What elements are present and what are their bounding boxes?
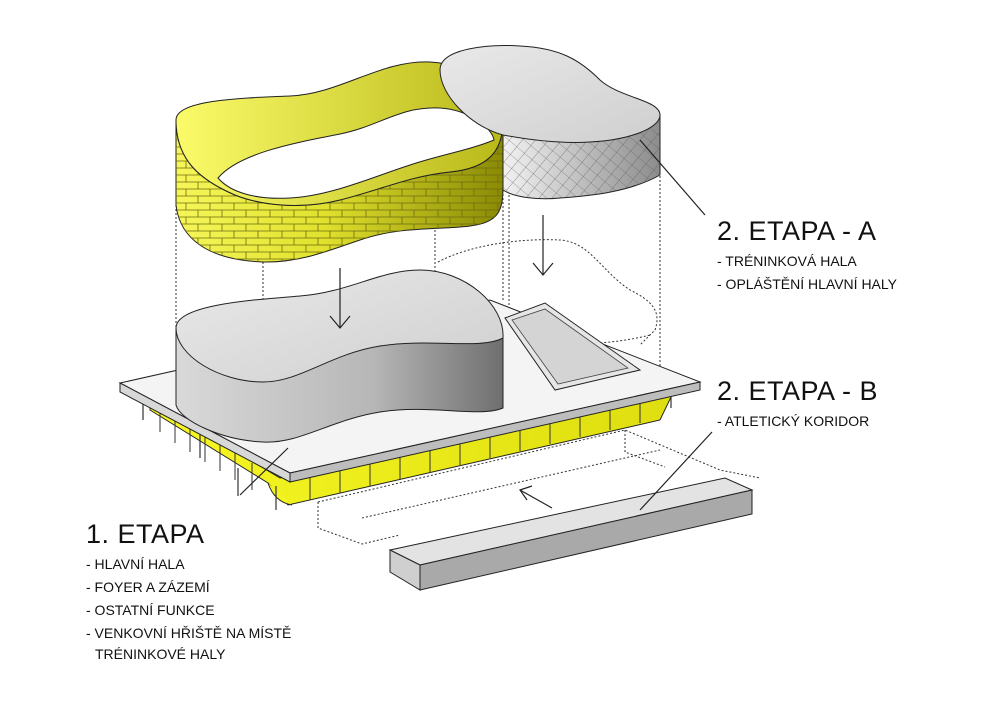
stage-1-item: - VENKOVNÍ HŘIŠTĚ NA MÍSTĚ [86,625,292,641]
athletic-corridor-volume [388,477,754,591]
stage-2a-item: - OPLÁŠTĚNÍ HLAVNÍ HALY [717,276,897,292]
stage-1-item-continuation: TRÉNINKOVÉ HALY [95,646,226,662]
stage-2a-label: 2. ETAPA - A - TRÉNINKOVÁ HALA - OPLÁŠTĚ… [717,216,897,292]
stage-1-item: - OSTATNÍ FUNKCE [86,602,215,618]
stage-1-title: 1. ETAPA [86,519,205,549]
arrows [329,215,554,509]
leader-lines [239,139,713,511]
stage-2b-title: 2. ETAPA - B [717,376,879,406]
stage-2a-item: - TRÉNINKOVÁ HALA [717,253,857,269]
stage-2b-label: 2. ETAPA - B - ATLETICKÝ KORIDOR [717,376,879,429]
training-hall-volume [439,45,661,200]
stage-1-label: 1. ETAPA - HLAVNÍ HALA - FOYER A ZÁZEMÍ … [86,519,292,662]
stage-1-item: - FOYER A ZÁZEMÍ [86,579,210,595]
stage-2a-title: 2. ETAPA - A [717,216,877,246]
facade-band [175,61,504,263]
stage-1-item: - HLAVNÍ HALA [86,556,185,572]
stage-2b-item: - ATLETICKÝ KORIDOR [717,413,870,429]
